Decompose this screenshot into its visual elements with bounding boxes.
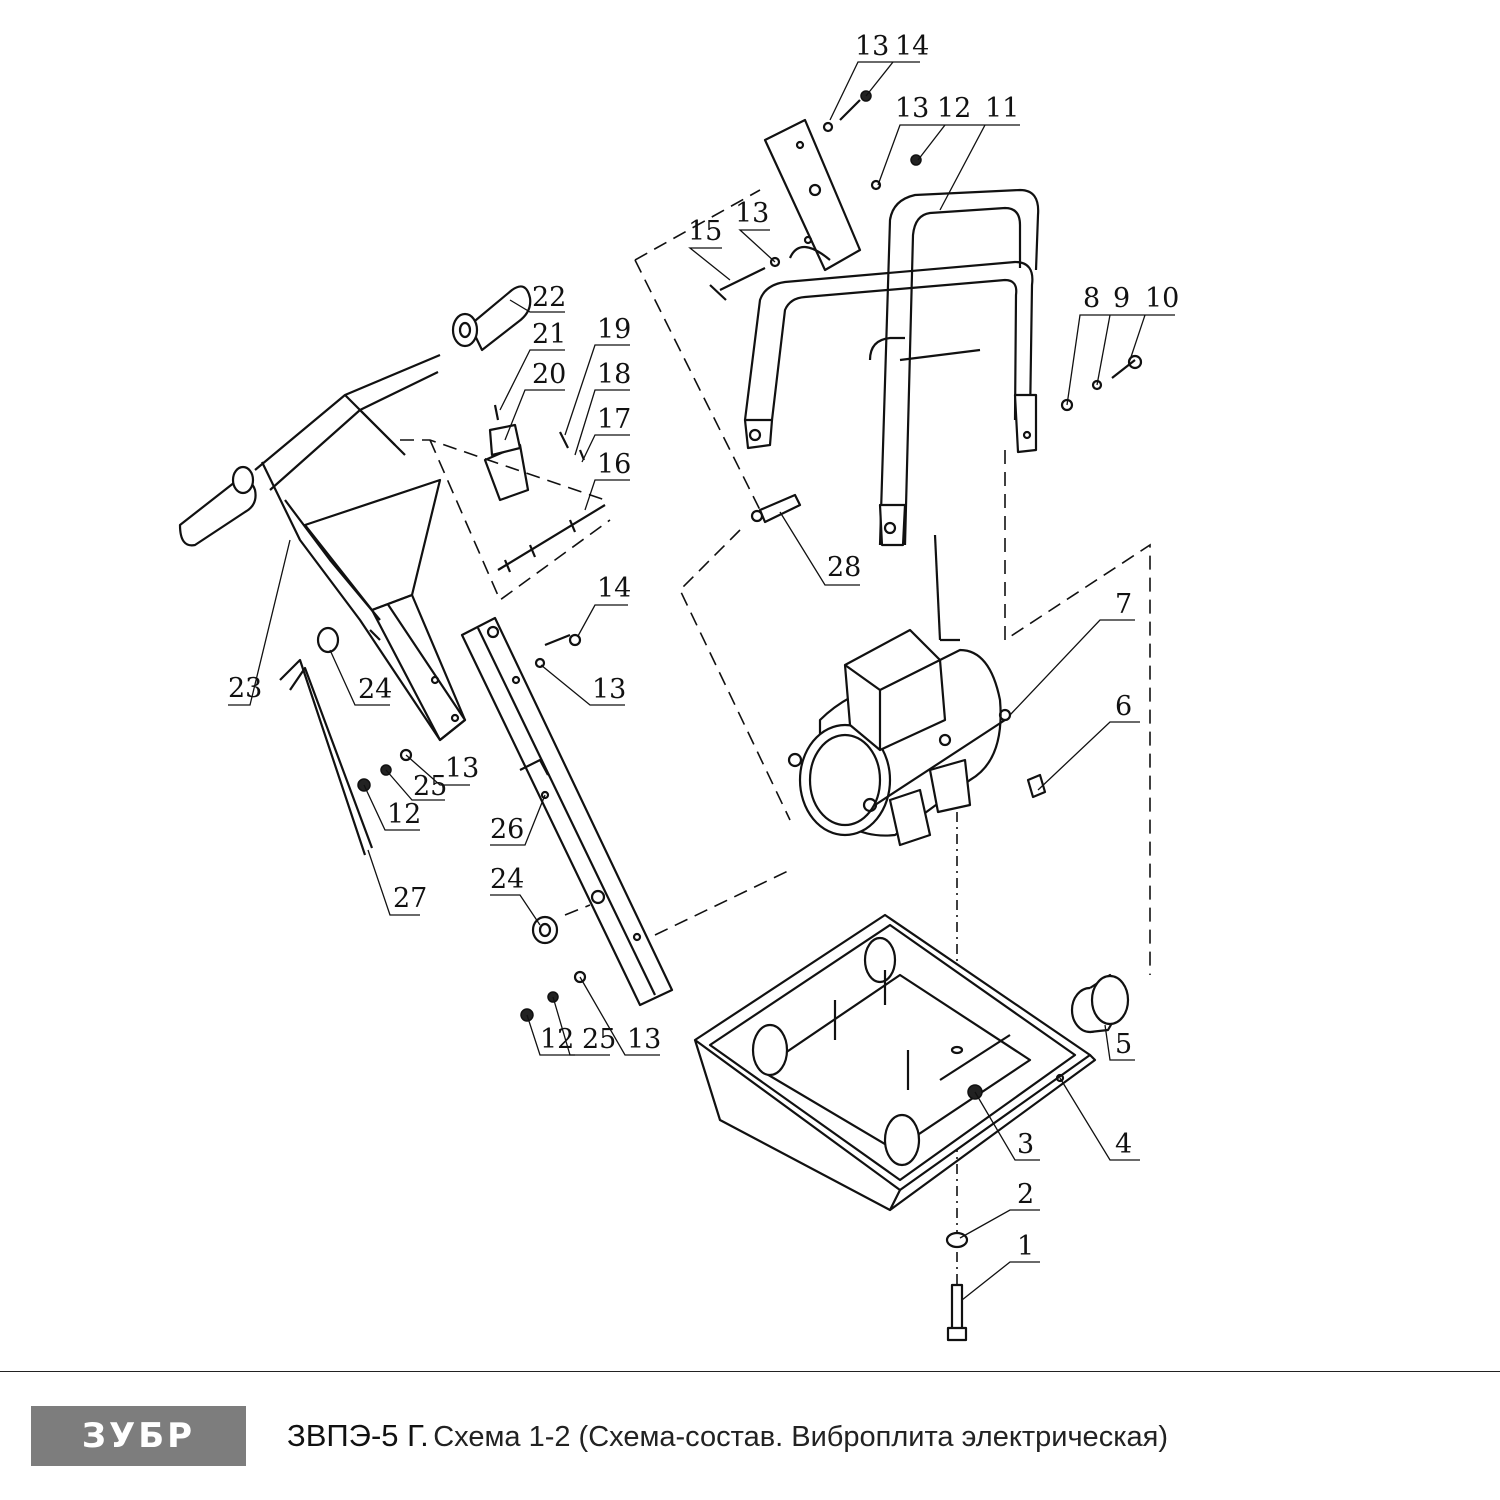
footer-divider — [0, 1371, 1500, 1372]
part-label: 15 — [688, 216, 722, 247]
part-callouts: 13 14 13 12 11 15 13 8 9 10 22 21 20 19 … — [228, 31, 1179, 1301]
part-label: 4 — [1115, 1129, 1132, 1160]
page-caption: ЗВПЭ-5 Г. Схема 1-2 (Схема-состав. Вибро… — [287, 1418, 1168, 1454]
part-label: 16 — [597, 449, 631, 480]
part-label: 27 — [393, 883, 427, 914]
part-label: 5 — [1115, 1029, 1132, 1060]
part-label: 20 — [532, 359, 566, 390]
base-plate-part-4 — [693, 913, 1097, 1212]
part-label: 13 — [592, 674, 626, 705]
handle-small-parts — [279, 626, 413, 856]
brand-logo: ЗУБР — [31, 1406, 246, 1466]
part-label: 8 — [1083, 283, 1100, 314]
part-label: 24 — [358, 674, 392, 705]
part-label: 9 — [1113, 283, 1130, 314]
grip-part-22 — [178, 285, 532, 547]
switch-parts-16-21 — [400, 404, 611, 602]
bolt-parts-1-2 — [945, 1231, 969, 1342]
motor-part-7 — [787, 534, 1047, 847]
part-label: 3 — [1017, 1129, 1034, 1160]
part-label: 13 — [445, 753, 479, 784]
part-label: 13 — [855, 31, 889, 62]
brand-logo-text: ЗУБР — [81, 1416, 196, 1456]
exploded-parts-diagram: 13 14 13 12 11 15 13 8 9 10 22 21 20 19 … — [178, 31, 1179, 1342]
part-label: 25 — [582, 1024, 616, 1055]
part-label: 21 — [532, 319, 566, 350]
part-label: 10 — [1145, 283, 1179, 314]
part-label: 24 — [490, 864, 524, 895]
part-label: 12 — [937, 93, 971, 124]
part-label: 17 — [597, 404, 631, 435]
part-label: 2 — [1017, 1179, 1034, 1210]
rubber-mount-part-5 — [1070, 973, 1130, 1034]
handle-part-23 — [254, 353, 467, 742]
part-label: 13 — [735, 198, 769, 229]
lower-bar-part-26 — [460, 616, 791, 1022]
part-label: 23 — [228, 673, 262, 704]
part-label: 13 — [627, 1024, 661, 1055]
part-label: 13 — [895, 93, 929, 124]
part-label: 1 — [1017, 1231, 1034, 1262]
part-label: 18 — [597, 359, 631, 390]
part-label: 26 — [490, 814, 524, 845]
part-label: 12 — [540, 1024, 574, 1055]
part-label: 28 — [827, 552, 861, 583]
part-label: 14 — [597, 573, 631, 604]
caption-model: ЗВПЭ-5 Г. — [287, 1418, 429, 1453]
part-label: 19 — [597, 314, 631, 345]
part-label: 25 — [413, 771, 447, 802]
part-label: 14 — [895, 31, 929, 62]
part-label: 6 — [1115, 691, 1132, 722]
caption-description: Схема 1-2 (Схема-состав. Виброплита элек… — [433, 1421, 1169, 1453]
frame-fasteners — [709, 90, 1143, 412]
clip-part-28 — [750, 493, 802, 524]
part-label: 12 — [387, 799, 421, 830]
part-label: 11 — [985, 93, 1019, 124]
upper-frame-part-11 — [743, 118, 1040, 547]
part-label: 22 — [532, 282, 566, 313]
part-label: 7 — [1115, 589, 1132, 620]
